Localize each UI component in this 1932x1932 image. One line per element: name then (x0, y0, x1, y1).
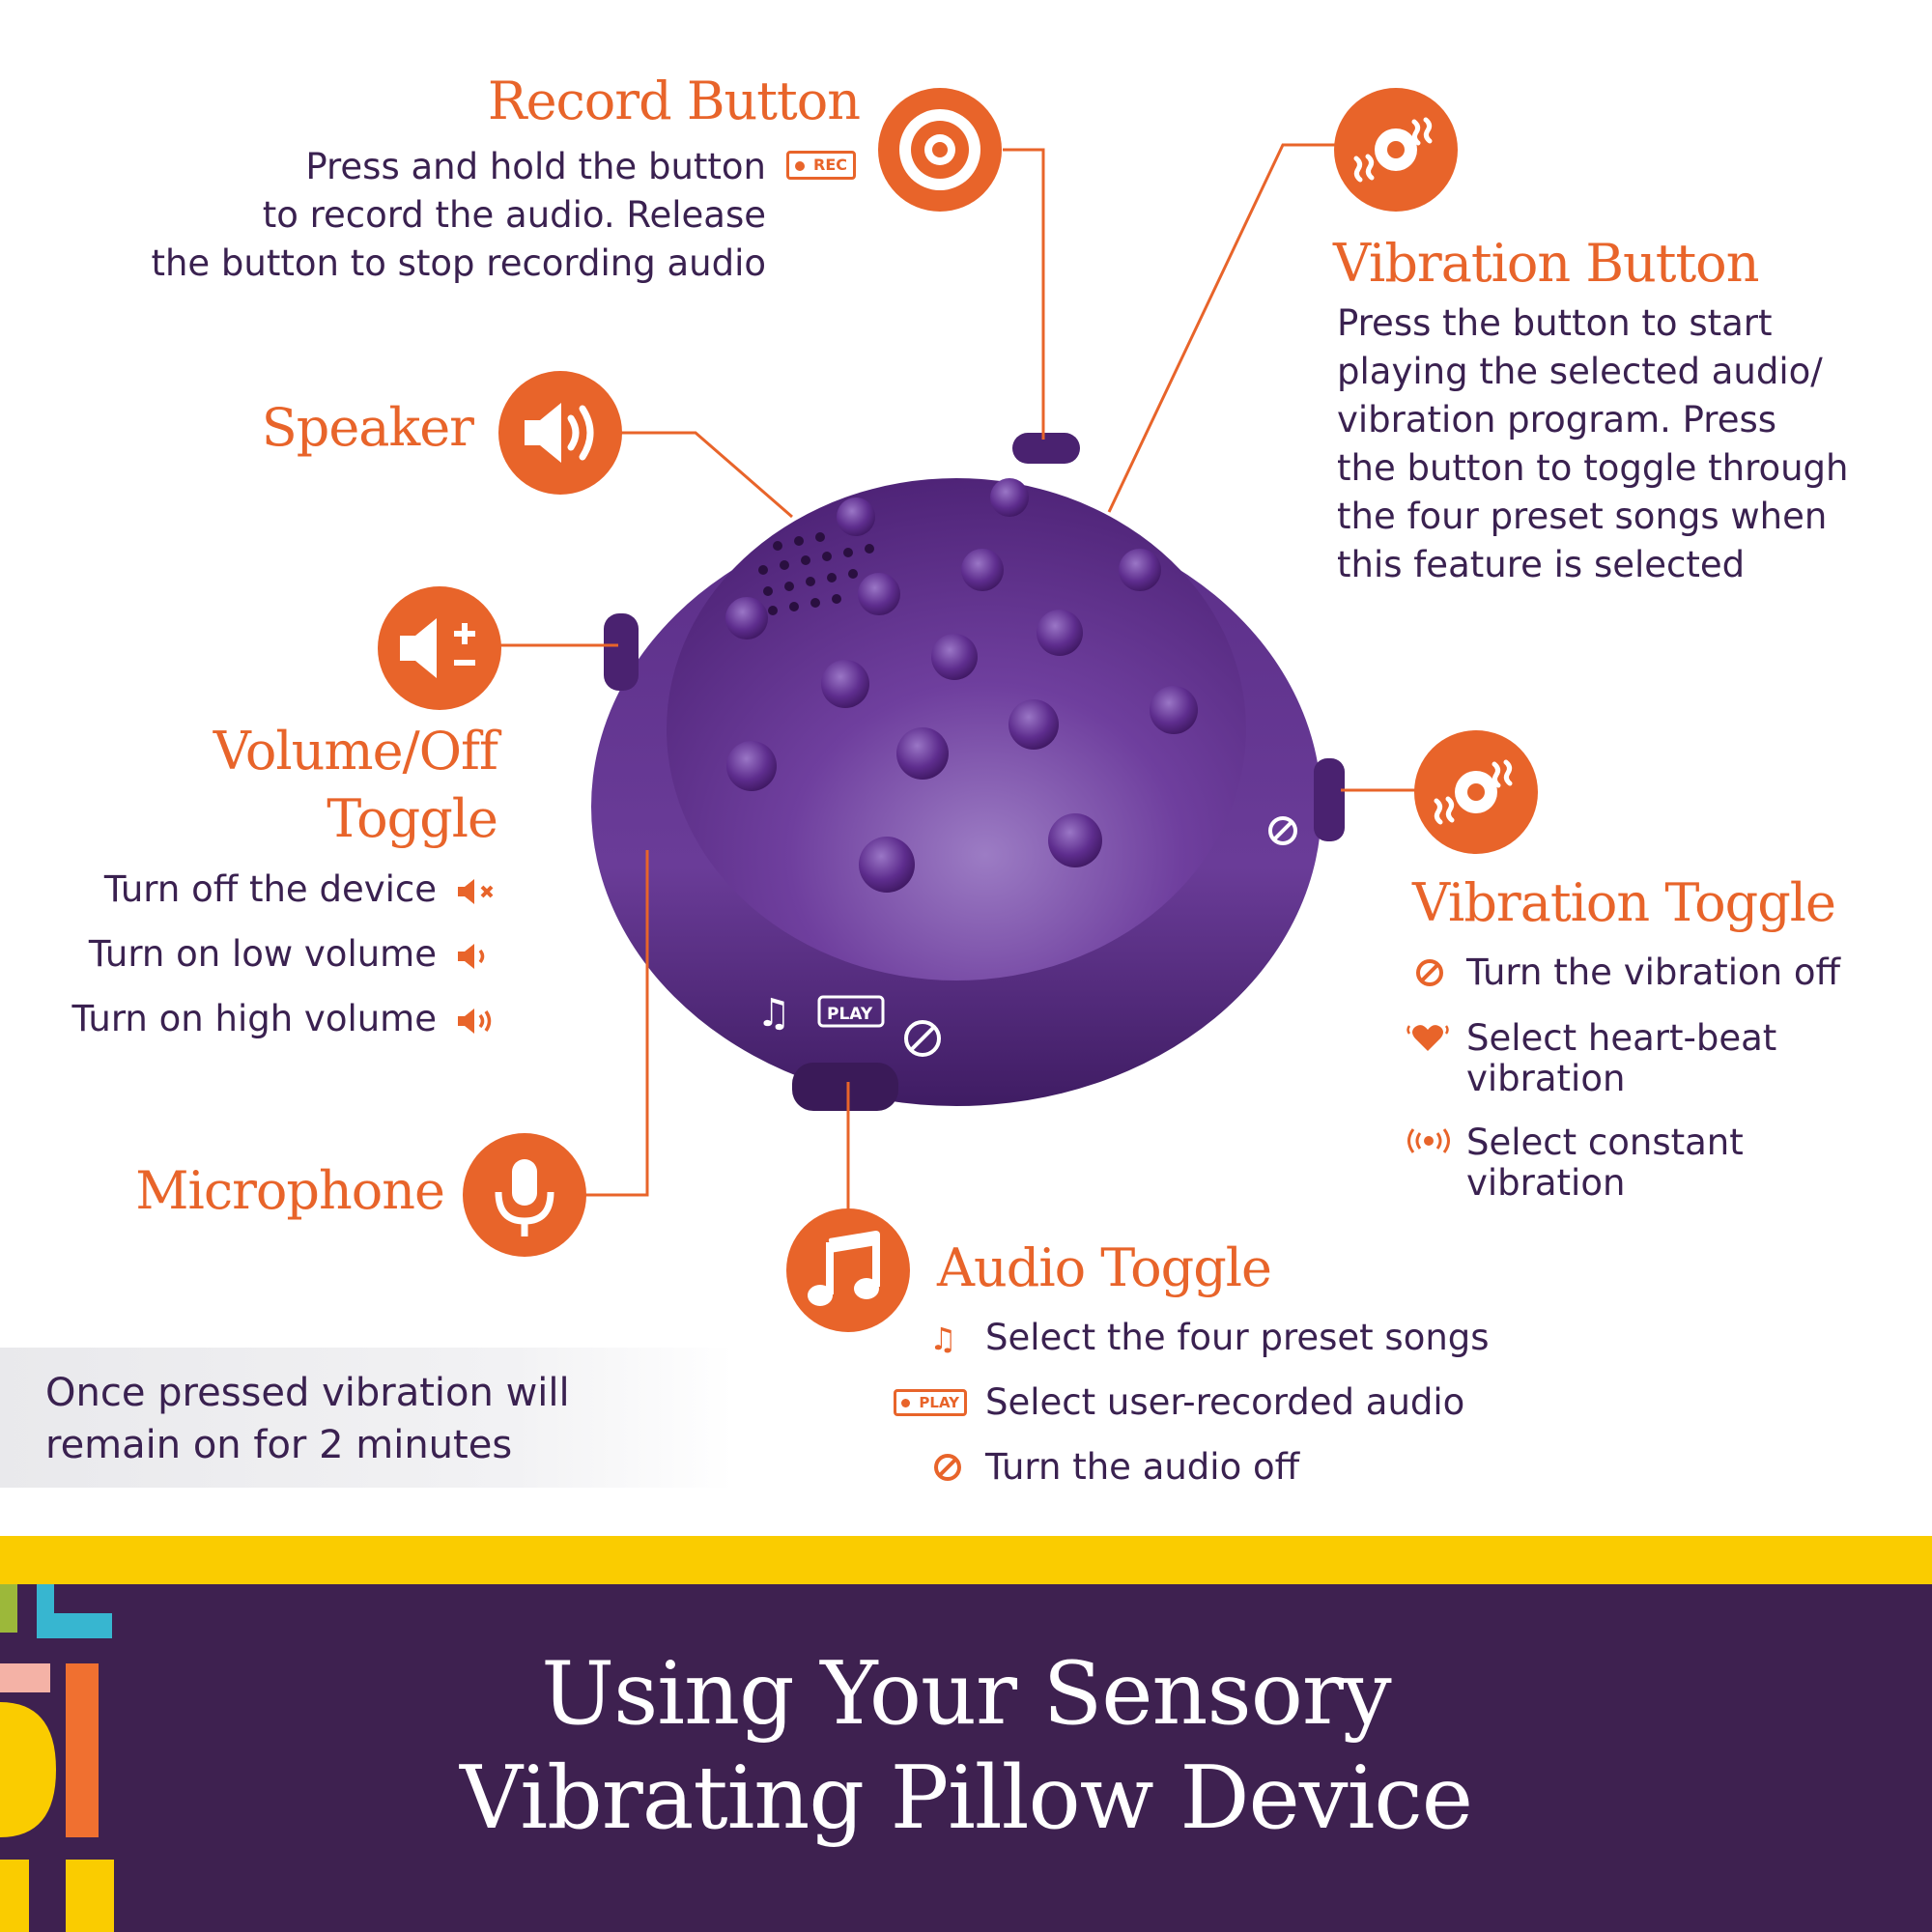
audio-toggle-icon (786, 1208, 910, 1332)
note-line-1: Once pressed vibration will (45, 1371, 570, 1415)
record-physical-button (1012, 433, 1080, 464)
device-printed-icons: ♫ PLAY (756, 816, 1297, 1057)
audio-toggle-item-1: Select the four preset songs (985, 1317, 1490, 1358)
vibration-button-line-4: the button to toggle through (1337, 447, 1849, 489)
svg-text:PLAY: PLAY (827, 1005, 873, 1024)
brand-blocks-logo (0, 1584, 114, 1932)
vibration-toggle-item-1: Turn the vibration off (1466, 952, 1841, 993)
footer-banner (0, 1536, 1932, 1932)
play-badge-label: PLAY (919, 1394, 959, 1411)
footer-headline-line-1: Using Your Sensory (541, 1643, 1392, 1745)
rec-badge: REC (786, 151, 856, 180)
note-line-2: remain on for 2 minutes (45, 1423, 513, 1467)
vibration-toggle-item-3-line-2: vibration (1466, 1162, 1626, 1204)
vibration-toggle-item-2-line-1: Select heart-beat (1466, 1017, 1777, 1059)
volume-mute-icon (458, 879, 494, 904)
record-line-2: to record the audio. Release (262, 194, 766, 236)
audio-off-icon (934, 1454, 961, 1481)
rec-dot-icon (795, 161, 805, 171)
record-line-3: the button to stop recording audio (151, 242, 766, 284)
heartbeat-icon (1406, 1025, 1449, 1051)
vibration-button-line-2: playing the selected audio/ (1337, 351, 1823, 392)
audio-toggle-item-2: Select user-recorded audio (985, 1381, 1465, 1423)
vibration-off-icon (1416, 959, 1443, 986)
volume-low-icon (458, 944, 485, 969)
volume-title-line-2: Toggle (327, 788, 498, 849)
volume-high-icon (458, 1009, 492, 1034)
constant-vibration-icon (1407, 1128, 1450, 1153)
vibration-button-line-6: this feature is selected (1337, 544, 1746, 585)
audio-toggle-item-3: Turn the audio off (985, 1446, 1300, 1488)
massage-bumps (725, 478, 1198, 893)
speaker-title: Speaker (261, 397, 474, 458)
record-target-icon (878, 88, 1002, 212)
vibration-toggle-item-3-line-1: Select constant (1466, 1122, 1744, 1163)
vibration-button-icon (1334, 88, 1458, 212)
footer-stripe (0, 1536, 1932, 1584)
svg-text:♫: ♫ (756, 991, 791, 1036)
vibration-toggle-icon (1414, 730, 1538, 854)
note-box: Once pressed vibration will remain on fo… (0, 1348, 734, 1488)
volume-title-line-1: Volume/Off (213, 721, 498, 781)
volume-item-1: Turn off the device (103, 868, 437, 910)
vibration-physical-button (1314, 758, 1345, 841)
microphone-icon (463, 1133, 586, 1257)
vibration-toggle-item-2-line-2: vibration (1466, 1058, 1626, 1099)
rec-badge-label: REC (813, 156, 847, 174)
audio-toggle-title: Audio Toggle (937, 1237, 1272, 1298)
volume-physical-button (604, 613, 639, 691)
vibration-button-line-5: the four preset songs when (1337, 496, 1828, 537)
record-button-title: Record Button (487, 71, 861, 131)
footer-headline-line-2: Vibrating Pillow Device (459, 1747, 1473, 1849)
vibration-button-title: Vibration Button (1333, 233, 1759, 294)
audio-physical-button (792, 1063, 898, 1111)
volume-item-2: Turn on low volume (88, 933, 437, 975)
vibration-button-line-3: vibration program. Press (1337, 399, 1777, 440)
connector-lines (500, 143, 1420, 1212)
volume-item-3: Turn on high volume (71, 998, 437, 1039)
microphone-title: Microphone (135, 1160, 445, 1221)
volume-plus-minus-icon (378, 586, 501, 710)
vibration-toggle-title: Vibration Toggle (1412, 872, 1836, 933)
record-line-1: Press and hold the button (305, 146, 766, 187)
footer-headline: Using Your Sensory Vibrating Pillow Devi… (0, 1642, 1932, 1851)
vibration-button-line-1: Press the button to start (1337, 302, 1773, 344)
audio-note-icon: ♫ (929, 1321, 957, 1357)
speaker-grille (758, 532, 874, 615)
play-dot-icon (901, 1399, 910, 1407)
play-badge-icon: PLAY (894, 1389, 967, 1416)
speaker-icon (498, 371, 622, 495)
